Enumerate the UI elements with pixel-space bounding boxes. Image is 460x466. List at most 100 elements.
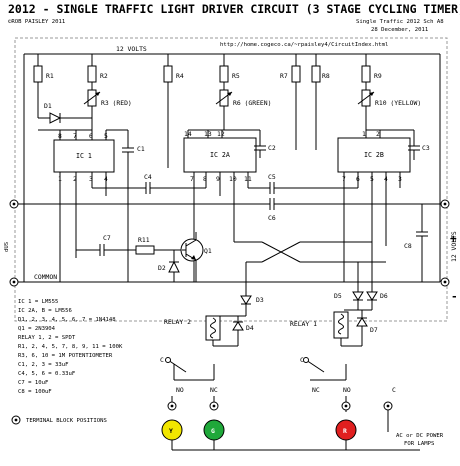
- capacitor-c3-label: C3: [422, 144, 430, 152]
- ic2a-chip: [183, 137, 257, 173]
- lamp-yellow-label: Y: [169, 427, 173, 435]
- resistor-r7-label: R7: [280, 72, 288, 80]
- relay2-switch: [167, 359, 187, 373]
- ic2a-pin: 12: [217, 130, 225, 138]
- relay1-contact-c: C: [300, 356, 304, 364]
- legend-line: C1, 2, 3 = 33uF: [18, 362, 69, 368]
- resistor-r1-label: R1: [46, 72, 54, 80]
- capacitor-c5-label: C5: [268, 173, 276, 181]
- relay1-switch: [305, 359, 325, 373]
- schematic-date: 28 December, 2011: [371, 27, 428, 33]
- ic2a-pin: 7: [190, 175, 194, 183]
- ic2a-pin: 10: [229, 175, 237, 183]
- ic1-label: IC 1: [76, 152, 92, 160]
- rail-common-label: COMMON: [34, 273, 57, 281]
- author-credit: ©ROB PAISLEY 2011: [8, 19, 65, 25]
- legend-line: IC 1 = LM555: [18, 299, 58, 305]
- ic1-pin: 6: [89, 132, 93, 140]
- resistor-r9: [361, 65, 371, 83]
- diode-d1: [49, 112, 62, 124]
- potentiometer-r3-label: R3 (RED): [101, 99, 132, 107]
- ic2b-chip: [337, 137, 411, 173]
- ic2a-label: IC 2A: [210, 151, 230, 159]
- relay2-label: RELAY 2: [164, 318, 191, 326]
- terminal-note: TERMINAL BLOCK POSITIONS: [26, 418, 107, 424]
- resistor-r2: [87, 65, 97, 83]
- ic1-pin: 2: [73, 175, 77, 183]
- resistor-r5-label: R5: [232, 72, 240, 80]
- ic2a-pin: 8: [203, 175, 207, 183]
- potentiometer-r6-label: R6 (GREEN): [233, 99, 271, 107]
- diode-d6: [366, 291, 378, 301]
- relay1-contact-no: NO: [343, 386, 351, 394]
- lamp-red-label: R: [343, 427, 347, 435]
- lamp-common-label: C: [392, 386, 396, 394]
- diode-d4: [232, 321, 244, 331]
- capacitor-c1-label: C1: [137, 145, 145, 153]
- ic1-pin: 3: [89, 175, 93, 183]
- legend-line: R3, 6, 10 = 1M POTENTIOMETER: [18, 353, 113, 359]
- ic1-pin: 7: [73, 132, 77, 140]
- capacitor-c2-label: C2: [268, 144, 276, 152]
- resistor-r8: [311, 65, 321, 83]
- diode-d7: [356, 317, 368, 327]
- resistor-r8-label: R8: [322, 72, 330, 80]
- capacitor-c7-label: C7: [103, 234, 111, 242]
- power-label: AC or DC POWER: [396, 433, 444, 439]
- capacitor-c4-label: C4: [144, 173, 152, 181]
- transistor-q1-label: Q1: [204, 247, 212, 255]
- resistor-r4: [163, 65, 173, 83]
- ic2b-pin: 2: [376, 130, 380, 138]
- diode-d2: [168, 260, 180, 273]
- lamp-green-label: G: [211, 427, 215, 435]
- diode-d1-label: D1: [44, 102, 52, 110]
- diode-d5-label: D5: [334, 292, 342, 300]
- diode-d2-label: D2: [158, 264, 166, 272]
- relay2-contact-no: NO: [176, 386, 184, 394]
- board-outline: [14, 37, 448, 322]
- ic2b-pin: 1: [362, 130, 366, 138]
- relay2-contact-c: C: [160, 356, 164, 364]
- resistor-r2-label: R2: [100, 72, 108, 80]
- resistor-r9-label: R9: [374, 72, 382, 80]
- legend-line: R1, 2, 4, 5, 7, 8, 9, 11 = 100K: [18, 344, 123, 350]
- side-label-left: dUS: [4, 242, 10, 252]
- resistor-r4-label: R4: [176, 72, 184, 80]
- relay1-label: RELAY 1: [290, 320, 317, 328]
- legend-line: C4, 5, 6 = 0.33uF: [18, 371, 76, 377]
- legend-line: D1, 2, 3, 4, 5, 6, 7 = 1N4148: [18, 317, 116, 323]
- power-label-2: FOR LAMPS: [404, 441, 434, 447]
- diode-d5: [352, 291, 364, 301]
- website-url: http://home.cogeco.ca/~rpaisley4/Circuit…: [220, 42, 388, 48]
- legend-line: RELAY 1, 2 = SPDT: [18, 335, 76, 341]
- diode-d4-label: D4: [246, 324, 254, 332]
- schematic-name: Single Traffic 2012 Sch A8: [356, 19, 444, 25]
- legend-line: Q1 = 2N3904: [18, 326, 56, 332]
- parts-legend: IC 1 = LM555 IC 2A, B = LM556 D1, 2, 3, …: [18, 299, 123, 395]
- legend-line: C8 = 100uF: [18, 389, 52, 395]
- resistor-r7: [291, 65, 301, 83]
- diode-d3: [240, 295, 252, 305]
- polarity-plus: +: [450, 232, 457, 245]
- potentiometer-r10-label: R10 (YELLOW): [375, 99, 421, 107]
- resistor-r11-label: R11: [138, 236, 150, 244]
- relay2-contact-nc: NC: [210, 386, 218, 394]
- resistor-r1: [33, 65, 43, 83]
- relay1-contact-nc: NC: [312, 386, 320, 394]
- legend-line: C7 = 10uF: [18, 380, 49, 386]
- ic2a-pin: 9: [216, 175, 220, 183]
- rail-12v-label: 12 VOLTS: [116, 45, 147, 53]
- relay1-coil: [333, 311, 349, 339]
- ic2b-label: IC 2B: [364, 151, 384, 159]
- diode-d7-label: D7: [370, 326, 378, 334]
- diagram-title: 2012 - SINGLE TRAFFIC LIGHT DRIVER CIRCU…: [8, 2, 460, 16]
- capacitor-c8-label: C8: [404, 242, 412, 250]
- ic1-chip: [53, 139, 115, 173]
- capacitor-c6-label: C6: [268, 214, 276, 222]
- diode-d6-label: D6: [380, 292, 388, 300]
- resistor-r5: [219, 65, 229, 83]
- legend-line: IC 2A, B = LM556: [18, 308, 72, 314]
- diode-d3-label: D3: [256, 296, 264, 304]
- side-label-right: 12 VOLTS: [450, 231, 458, 262]
